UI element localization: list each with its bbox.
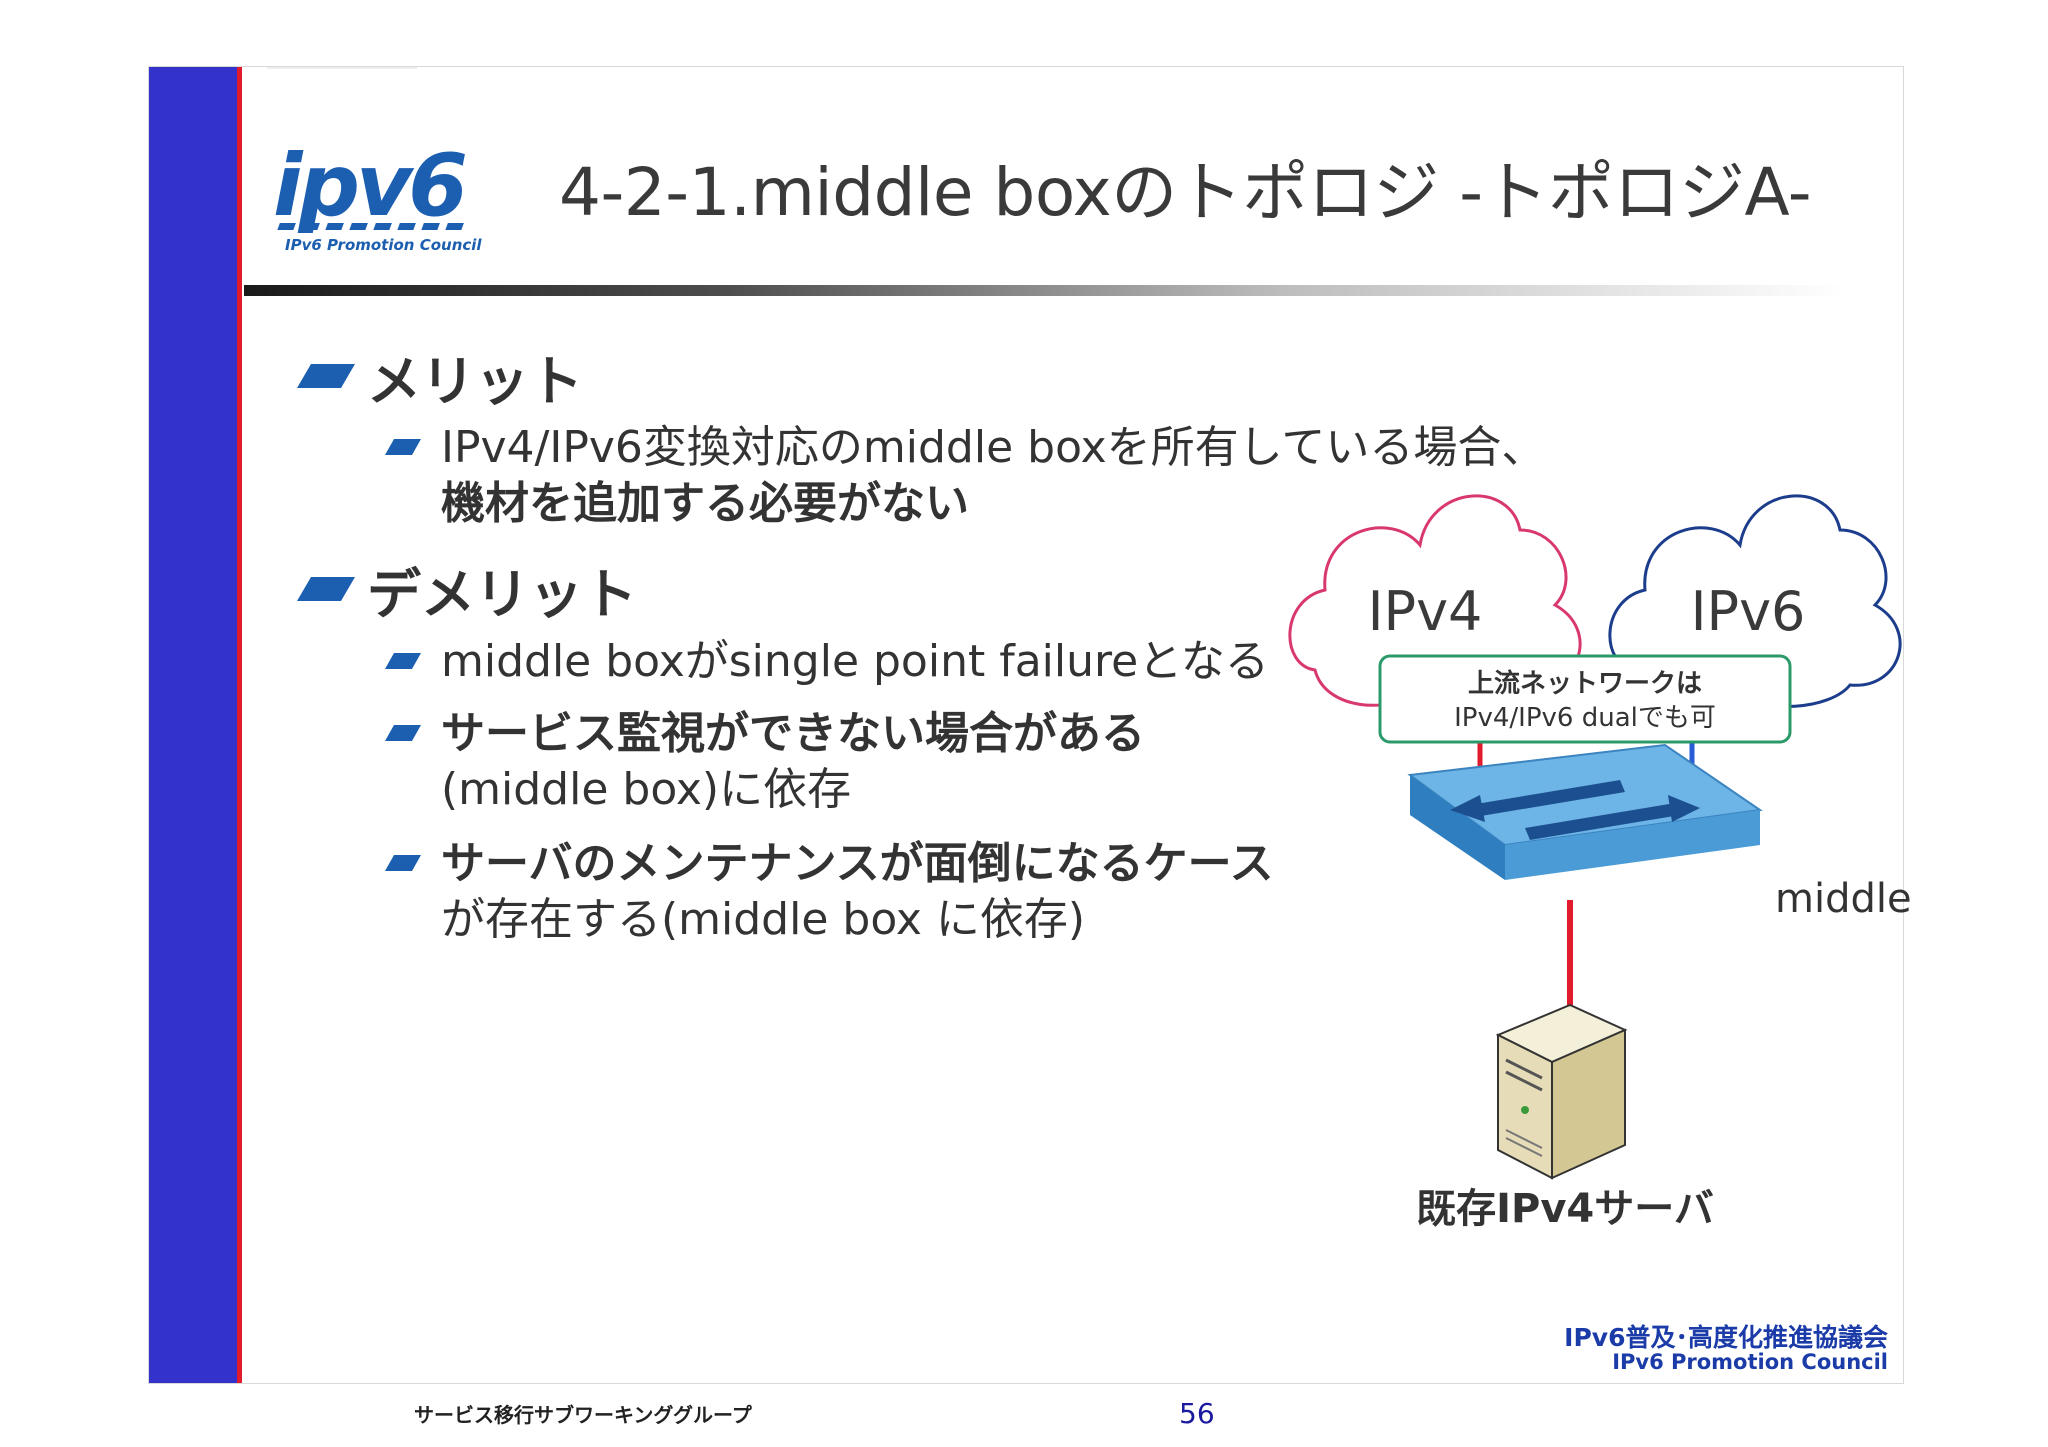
server-label: 既存IPv4サーバ <box>1416 1186 1714 1232</box>
demerit-item-3-line-2: が存在する(middle box に依存) <box>441 894 1086 945</box>
logo-wordmark: ipv6 <box>273 143 465 236</box>
bullet-icon <box>297 577 355 601</box>
bullet-icon <box>297 364 355 388</box>
demerit-item-1-line-1: middle boxがsingle point failureとなる <box>441 636 1269 687</box>
ipv4-cloud-label: IPv4 <box>1368 580 1483 643</box>
middle-box-device-icon <box>1407 743 1763 880</box>
top-decoration-line <box>267 67 417 69</box>
demerit-item-2-line-1: サービス監視ができない場合がある <box>441 708 1145 759</box>
page-title: 4-2-1.middle boxのトポロジ -トポロジA- <box>559 154 1812 231</box>
demerit-item-3-line-1: サーバのメンテナンスが面倒になるケース <box>441 838 1274 889</box>
upstream-note-line-2: IPv4/IPv6 dualでも可 <box>1454 703 1716 733</box>
topology-diagram: IPv4 IPv6 上流ネットワークは IPv4/IPv6 dualでも可 mi… <box>1288 494 1910 1232</box>
footer-org-jp: IPv6普及･高度化推進協議会 <box>1564 1323 1888 1352</box>
bullet-icon <box>385 725 421 741</box>
bullet-icon <box>385 855 421 871</box>
bullet-icon <box>385 653 421 669</box>
merit-heading: メリット <box>367 350 583 413</box>
ipv6-cloud-label: IPv6 <box>1691 580 1806 643</box>
ipv6-logo: ipv6 IPv6 Promotion Council <box>273 143 482 253</box>
merit-item-1-line-1: IPv4/IPv6変換対応のmiddle boxを所有している場合、 <box>441 422 1546 473</box>
footer-group-name: サービス移行サブワーキンググループ <box>414 1403 752 1427</box>
server-icon <box>1495 1003 1628 1180</box>
title-underline <box>244 285 1844 296</box>
bullet-icon <box>385 439 421 455</box>
demerit-item-2-line-2: (middle box)に依存 <box>441 764 852 815</box>
page-number: 56 <box>1179 1397 1215 1430</box>
demerit-heading: デメリット <box>367 563 637 626</box>
merit-item-1-line-2: 機材を追加する必要がない <box>441 478 969 529</box>
logo-tagline: IPv6 Promotion Council <box>285 236 482 253</box>
side-bar <box>149 67 237 1383</box>
logo-dots <box>277 223 464 230</box>
middle-box-label: middle box <box>1775 876 1910 922</box>
side-accent-line <box>237 67 242 1383</box>
upstream-note-box <box>1378 654 1792 744</box>
footer-org-en: IPv6 Promotion Council <box>1612 1350 1888 1374</box>
upstream-note-line-1: 上流ネットワークは <box>1468 669 1702 699</box>
